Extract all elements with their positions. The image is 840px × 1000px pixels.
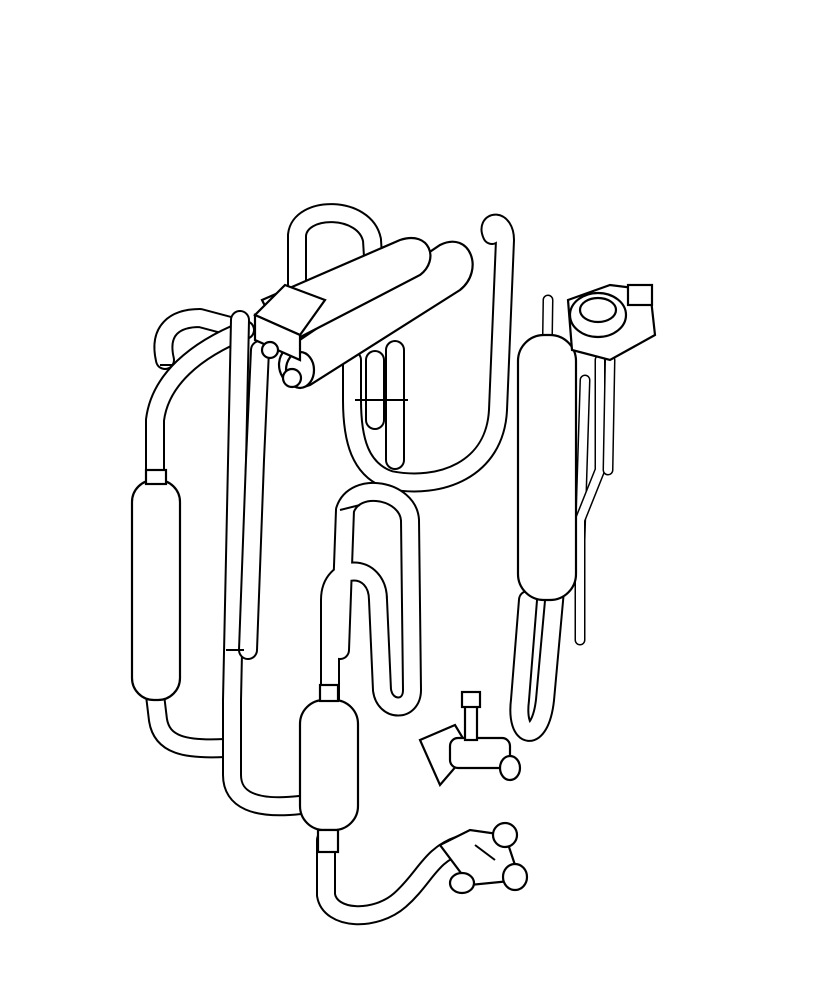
left-muffler xyxy=(130,468,182,702)
solenoid-coil xyxy=(566,283,657,362)
tube-left-loop xyxy=(145,308,255,495)
tube-center-inverted-u xyxy=(320,482,422,717)
tube-right-lower-u xyxy=(509,580,565,742)
accumulator-cylinder xyxy=(516,333,578,602)
service-valve-lower xyxy=(438,821,529,895)
service-valve-upper xyxy=(418,690,522,788)
center-muffler xyxy=(298,683,360,854)
tube-long-vertical xyxy=(222,310,310,817)
tube-bottom xyxy=(316,830,470,926)
pipe-joints xyxy=(160,364,408,651)
tube-left-return xyxy=(145,685,242,759)
valve-block xyxy=(253,283,327,389)
tube-right-tall-u xyxy=(342,213,515,493)
tube-top-u xyxy=(287,203,385,310)
